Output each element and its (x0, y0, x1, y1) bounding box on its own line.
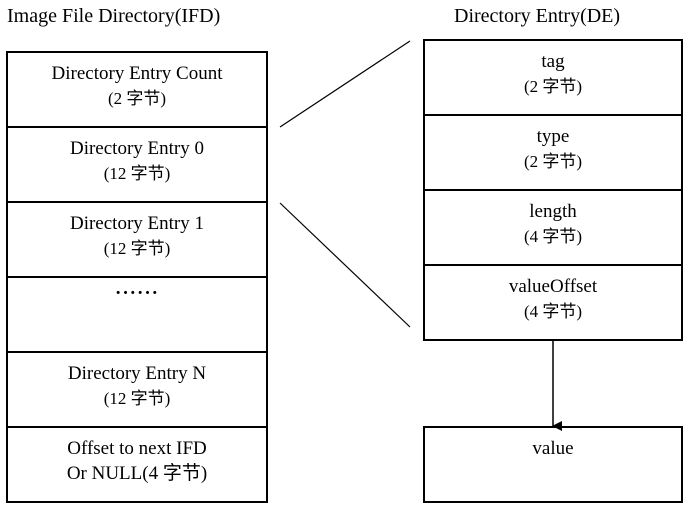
ifd-entry-ellipsis: ······ (8, 278, 266, 353)
de-field-type: type (2 字节) (425, 116, 681, 191)
de-field-length: length (4 字节) (425, 191, 681, 266)
ifd-entry-n: Directory Entry N (12 字节) (8, 353, 266, 428)
de-field-label: valueOffset (508, 276, 598, 297)
ifd-entry-size: (12 字节) (103, 239, 171, 258)
ifd-entry-label: Directory Entry N (67, 363, 207, 384)
de-structure: tag (2 字节) type (2 字节) length (4 字节) val… (423, 39, 683, 341)
ifd-entry-size: (12 字节) (103, 164, 171, 183)
ifd-next-offset: Offset to next IFD Or NULL(4 字节) (8, 428, 266, 501)
value-label: value (532, 438, 574, 459)
ifd-structure: Directory Entry Count (2 字节) Directory E… (6, 51, 268, 503)
ifd-entry-label: Directory Entry 1 (69, 213, 204, 234)
de-field-size: (4 字节) (523, 227, 583, 246)
de-field-size: (2 字节) (523, 152, 583, 171)
ifd-title: Image File Directory(IFD) (7, 5, 221, 27)
ifd-entry-size: Or NULL(4 字节) (66, 463, 208, 484)
ellipsis-text: ······ (114, 283, 160, 304)
de-field-valueoffset: valueOffset (4 字节) (425, 266, 681, 339)
de-field-label: type (536, 126, 570, 147)
ifd-entry-0: Directory Entry 0 (12 字节) (8, 128, 266, 203)
ifd-entry-label: Directory Entry 0 (69, 138, 204, 159)
expand-line-bottom (279, 202, 411, 328)
de-field-label: length (529, 201, 577, 222)
ifd-entry-count: Directory Entry Count (2 字节) (8, 53, 266, 128)
de-field-size: (4 字节) (523, 302, 583, 321)
de-field-tag: tag (2 字节) (425, 41, 681, 116)
de-field-size: (2 字节) (523, 77, 583, 96)
expand-line-top (279, 40, 411, 128)
de-title: Directory Entry(DE) (454, 5, 621, 27)
ifd-entry-label: Offset to next IFD (67, 438, 207, 459)
ifd-entry-label: Directory Entry Count (51, 63, 223, 84)
ifd-entry-size: (12 字节) (103, 389, 171, 408)
ifd-entry-1: Directory Entry 1 (12 字节) (8, 203, 266, 278)
de-field-label: tag (541, 51, 565, 72)
ifd-entry-size: (2 字节) (107, 89, 167, 108)
